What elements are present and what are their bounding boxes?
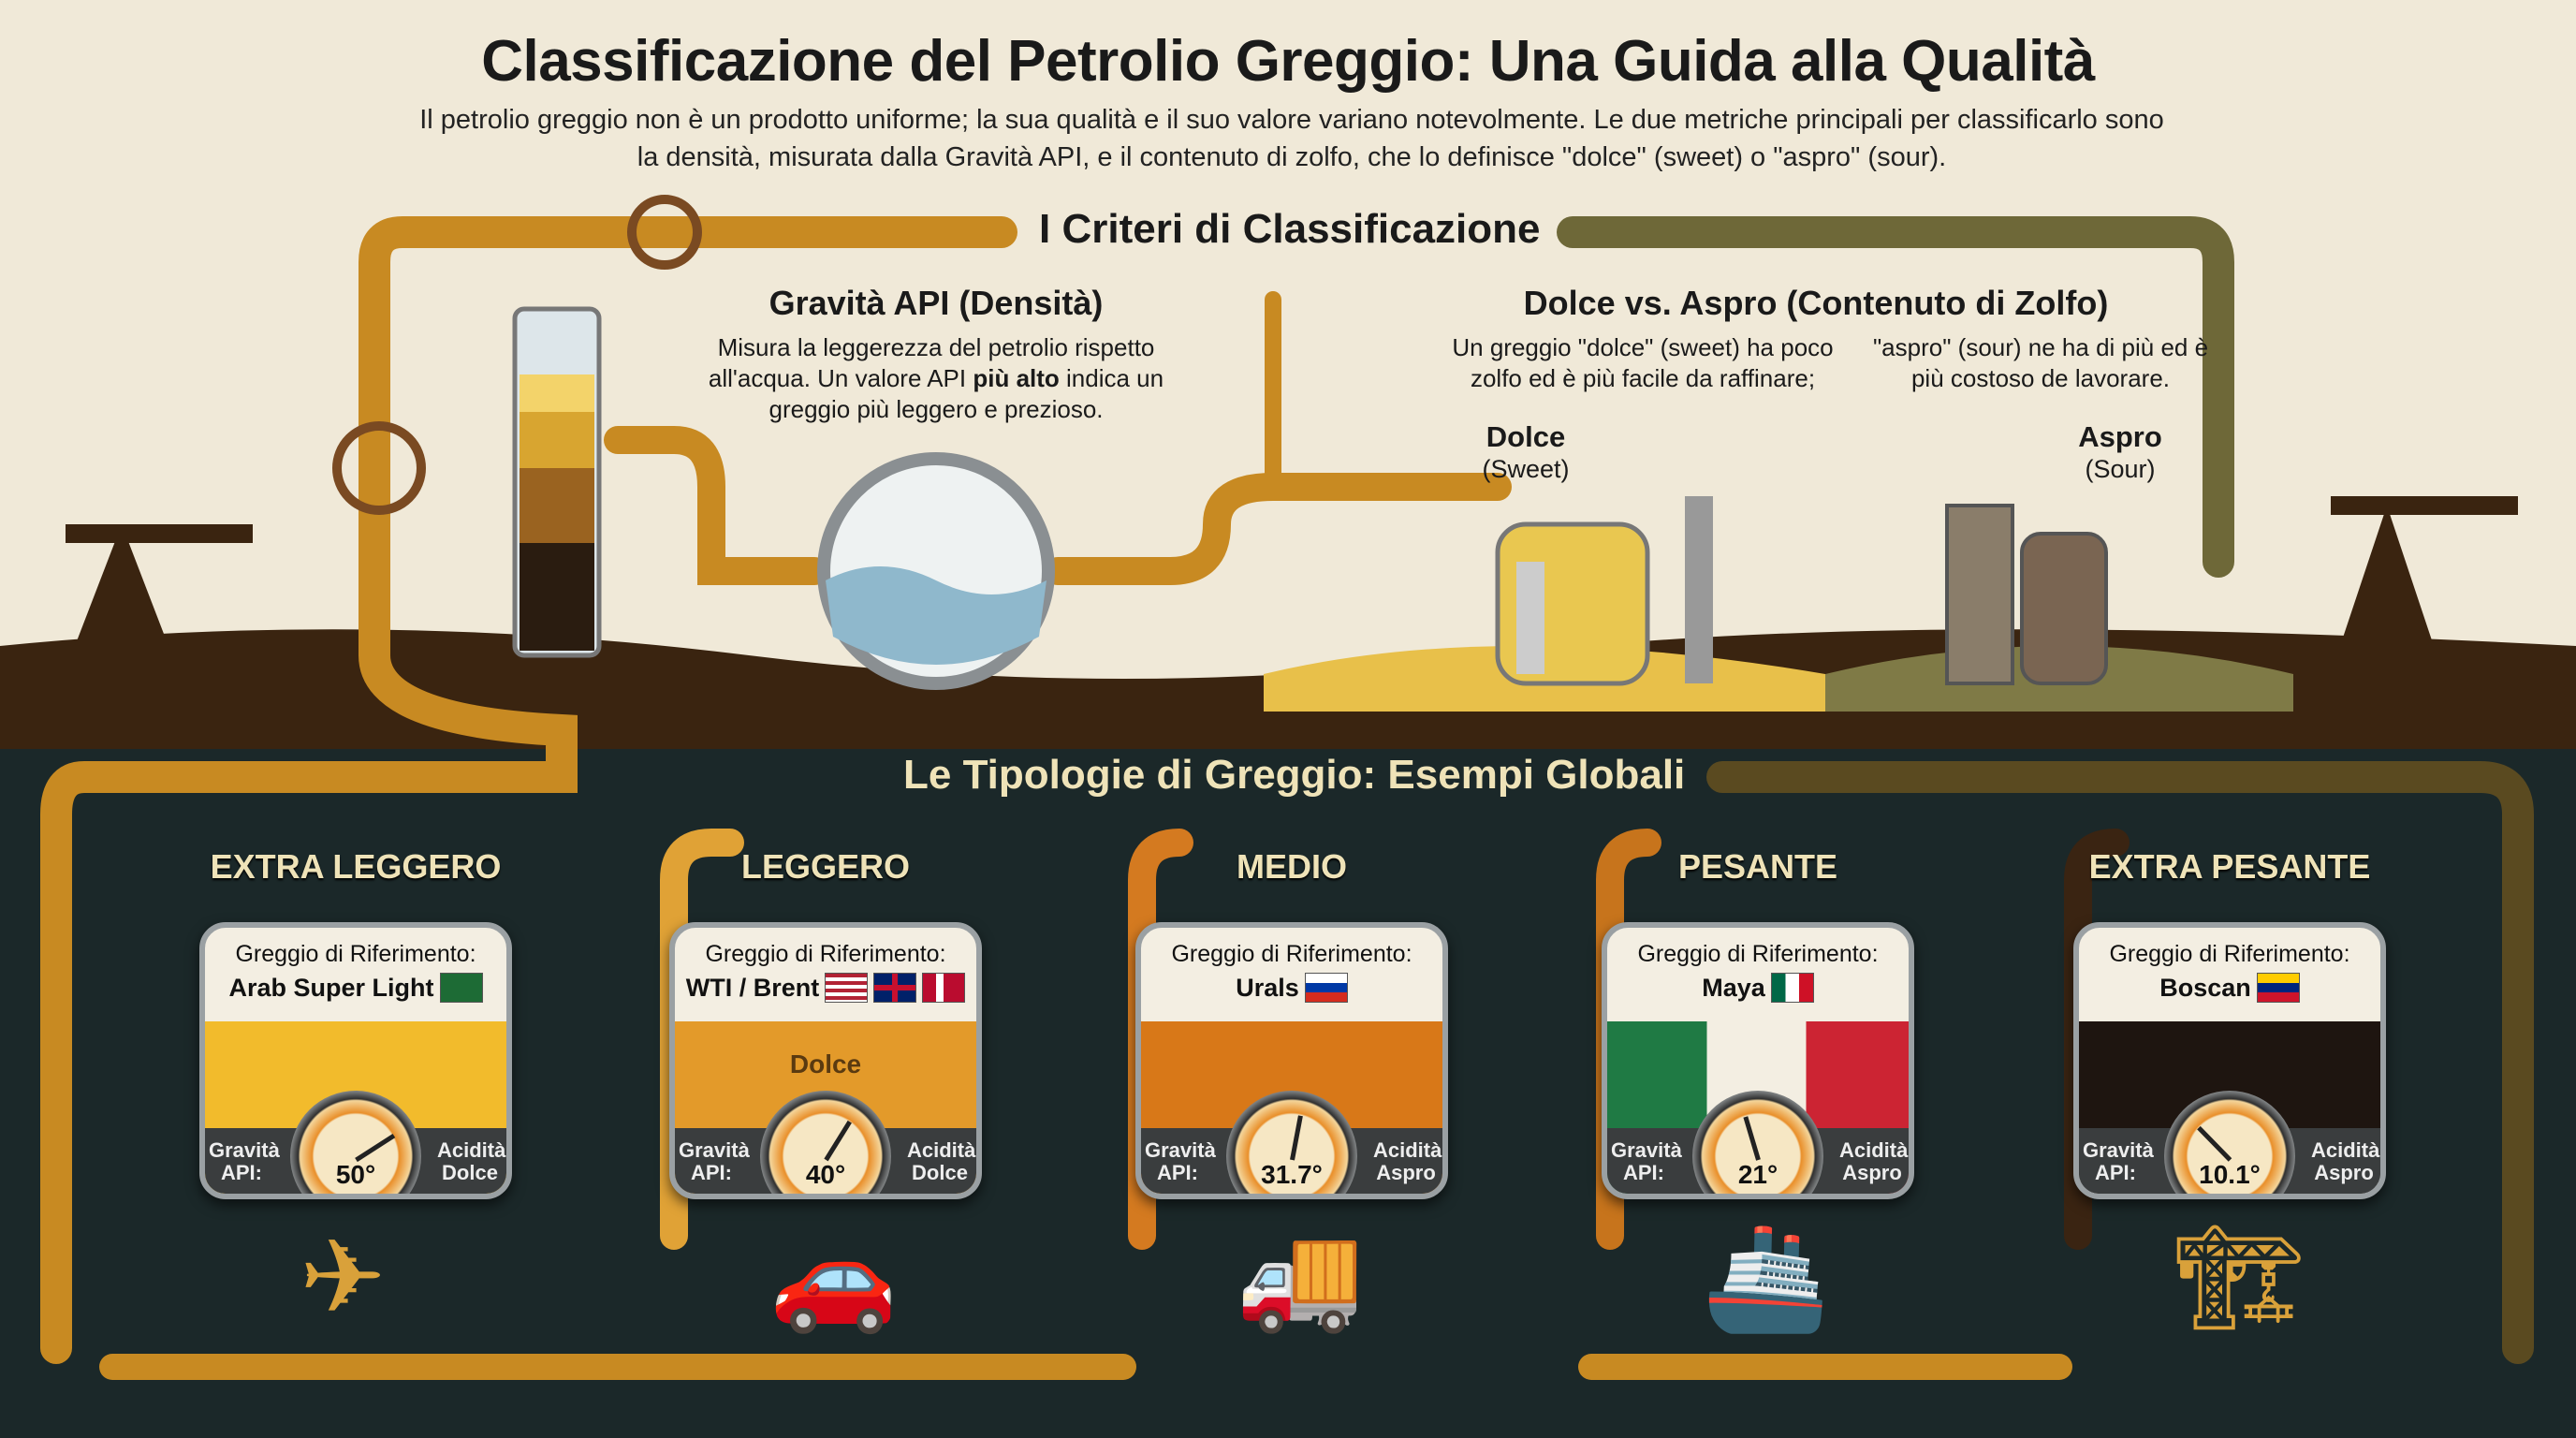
sour-sub: (Sour) [2085,455,2156,483]
category-label: PESANTE [1677,847,1838,886]
crude-name-row: Urals [1141,973,1442,1003]
category-label: LEGGERO [740,847,911,886]
page-title: Classificazione del Petrolio Greggio: Un… [481,29,2095,94]
api-label: Gravità API: [1611,1138,1682,1184]
crude-name: Maya [1702,973,1765,1002]
criteria-section-title: I Criteri di Classificazione [1039,206,1541,252]
gauge-needle [355,1133,396,1163]
crude-name-row: WTI / Brent [675,973,976,1003]
api-column-icon [512,306,602,658]
acidity-label: Acidità:Dolce [437,1139,506,1184]
water-tank-icon [817,452,1055,690]
flag-russia-icon [1304,973,1348,1003]
crude-card: Greggio di Riferimento: WTI / Brent Dolc… [669,922,982,1199]
airplane-icon: ✈ [300,1220,387,1335]
api-value: 31.7° [1261,1160,1323,1189]
crude-name: Arab Super Light [228,973,434,1002]
acidity-mid-label: Dolce [789,1049,862,1078]
api-gauge: 31.7° [1226,1091,1357,1194]
gauge-needle [2197,1125,2232,1162]
acidity-value: Dolce [442,1161,498,1184]
ship-icon: 🚢 [1702,1220,1830,1335]
api-label: Gravità API: [209,1138,280,1184]
gauge-needle [1290,1115,1303,1161]
crude-card: Greggio di Riferimento: Boscan Gravità A… [2073,922,2386,1199]
flag-mexico-icon [1770,973,1814,1003]
crude-name: WTI / Brent [685,973,820,1002]
api-text-bold: più alto [973,364,1060,392]
reference-label: Greggio di Riferimento: [235,941,476,967]
road-construction-icon: 🏗 [2174,1220,2305,1335]
tanker-truck-icon: 🚚 [1236,1220,1364,1335]
api-value: 50° [335,1160,376,1189]
category-label: EXTRA LEGGERO [210,847,502,886]
category-label: MEDIO [1236,847,1348,886]
sour-label: Aspro(Sour) [2055,421,2186,485]
gauge-needle [824,1120,852,1162]
api-label: Gravità API: [1145,1138,1216,1184]
acidity-label-text: Acidità: [1839,1138,1914,1162]
acidity-label: Acidità:Aspro [1373,1139,1442,1184]
api-text: Misura la leggerezza del petrolio rispet… [708,333,1155,392]
acidity-label: Acidità:Aspro [1839,1139,1909,1184]
api-value: 40° [805,1160,846,1189]
crude-name: Urals [1236,973,1299,1002]
acidity-label-text: Acidità: [2311,1138,2386,1162]
crude-card: Greggio di Riferimento: Maya Gravità API… [1602,922,1914,1199]
refinery-sweet-icon [1495,496,1713,686]
reference-label: Greggio di Riferimento: [1637,941,1879,967]
sweet-description: Un greggio "dolce" (sweet) ha poco zolfo… [1452,333,1834,392]
crude-name: Boscan [2159,973,2251,1002]
api-text: indica un greggio più leggero e prezioso… [768,364,1164,423]
flag-usa-icon [825,973,869,1003]
valve-wheel-icon [332,195,702,515]
gauge-needle [1743,1116,1761,1161]
oil-pumpjack-icon [66,496,2518,646]
acidity-label: Acidità:Dolce [907,1139,976,1184]
flag-uk-icon [873,973,917,1003]
acidity-value: Aspro [1842,1161,1902,1184]
crude-name-row: Arab Super Light [205,973,506,1003]
reference-label: Greggio di Riferimento: [2109,941,2350,967]
api-gauge: 21° [1692,1091,1823,1194]
sulfur-heading: Dolce vs. Aspro (Contenuto di Zolfo) [1523,284,2109,322]
refinery-sour-icon [1945,504,2108,685]
api-gauge: 10.1° [2164,1091,2295,1194]
flag-saudi-icon [439,973,483,1003]
api-heading: Gravità API (Densità) [768,284,1104,322]
api-value: 21° [1737,1160,1778,1189]
acidity-label-text: Acidità: [907,1138,982,1162]
sweet-sub: (Sweet) [1482,455,1570,483]
api-gauge: 40° [760,1091,891,1194]
acidity-value: Aspro [1376,1161,1436,1184]
flag-norway-icon [922,973,966,1003]
api-value: 10.1° [2199,1160,2261,1189]
acidity-value: Dolce [912,1161,968,1184]
reference-label: Greggio di Riferimento: [705,941,946,967]
car-icon: 🚗 [769,1220,898,1335]
pipes [40,216,2534,1380]
crude-card: Greggio di Riferimento: Arab Super Light… [199,922,512,1199]
sweet-label: Dolce(Sweet) [1460,421,1591,485]
crude-name-row: Maya [1607,973,1909,1003]
types-section-title: Le Tipologie di Greggio: Esempi Globali [903,752,1686,798]
acidity-label-text: Acidità: [1373,1138,1448,1162]
api-gauge: 50° [290,1091,421,1194]
category-label: EXTRA PESANTE [2088,847,2371,886]
acidity-label-text: Acidità: [437,1138,512,1162]
api-description: Misura la leggerezza del petrolio rispet… [693,332,1179,425]
api-label: Gravità API: [2083,1138,2154,1184]
crude-name-row: Boscan [2079,973,2380,1003]
crude-card: Greggio di Riferimento: Urals Gravità AP… [1135,922,1448,1199]
sweet-label-text: Dolce [1486,420,1566,453]
acidity-label: Acidità:Aspro [2311,1139,2380,1184]
reference-label: Greggio di Riferimento: [1171,941,1412,967]
flag-venezuela-icon [2256,973,2300,1003]
api-label: Gravità API: [679,1138,750,1184]
acidity-value: Aspro [2314,1161,2374,1184]
sour-description: "aspro" (sour) ne ha di più ed è più cos… [1872,333,2209,392]
sour-label-text: Aspro [2078,420,2162,453]
page-subtitle: Il petrolio greggio non è un prodotto un… [419,105,2164,172]
